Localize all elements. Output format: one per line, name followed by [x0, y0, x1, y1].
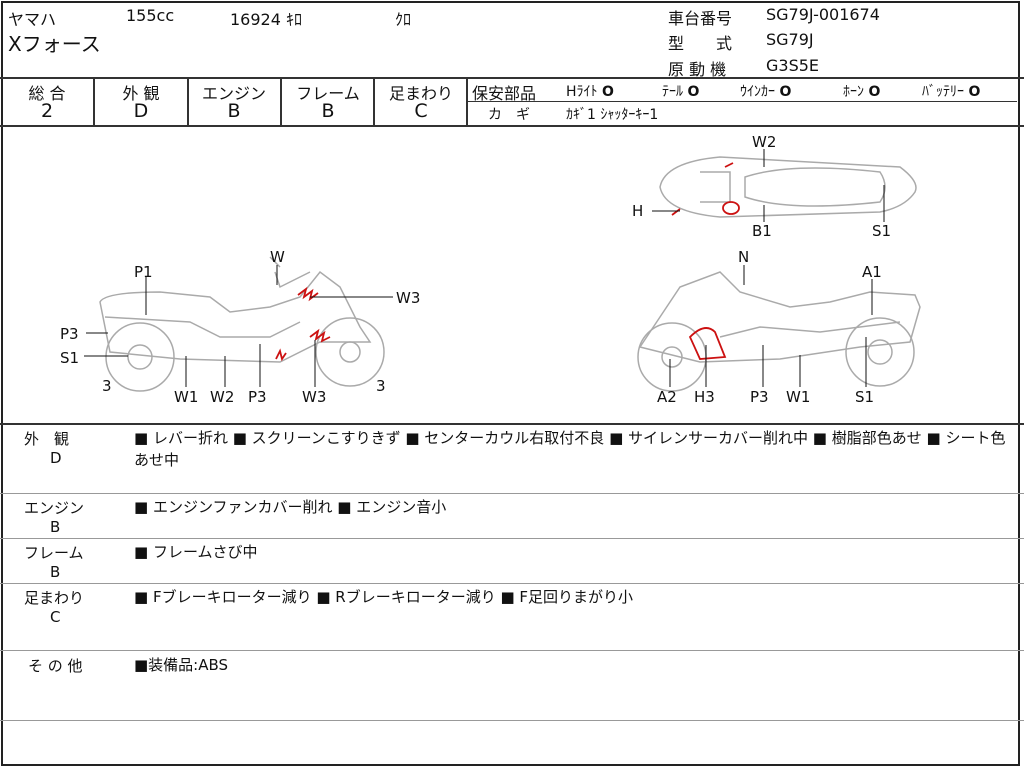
- divider: [187, 78, 189, 125]
- note-grade-suspension: C: [50, 608, 61, 626]
- divider: [0, 650, 1024, 651]
- divider: [0, 493, 1024, 494]
- mileage: 16924 ｷﾛ: [230, 10, 302, 29]
- label-w: W: [270, 248, 285, 266]
- note-text-engine: ■ エンジンファンカバー削れ ■ エンジン音小: [134, 498, 447, 516]
- note-grade-exterior: D: [50, 449, 62, 467]
- note-label-engine: エンジン: [24, 499, 85, 517]
- maker: ヤマハ: [8, 10, 57, 29]
- label-p3: P3: [248, 388, 267, 406]
- grade-label-frame: フレーム: [296, 84, 360, 103]
- label-w3: W3: [396, 289, 420, 307]
- grade-label-engine: エンジン: [201, 84, 266, 103]
- frame-no-label: 車台番号: [668, 9, 733, 28]
- label-p3: P3: [60, 325, 79, 343]
- label-p3: P3: [750, 388, 769, 406]
- label-p1: P1: [134, 263, 153, 281]
- divider: [373, 78, 375, 125]
- label-h3: H3: [694, 388, 715, 406]
- grade-label-suspension: 足まわり: [388, 84, 453, 103]
- engine-value: G3S5E: [766, 56, 820, 75]
- note-text-frame: ■ フレームさび中: [134, 543, 258, 561]
- label-s1: S1: [855, 388, 874, 406]
- divider: [0, 720, 1024, 721]
- divider: [0, 423, 1024, 425]
- note-label-suspension: 足まわり: [24, 589, 85, 607]
- note-grade-engine: B: [50, 518, 61, 536]
- label-w3: W3: [302, 388, 326, 406]
- color: ｸﾛ: [395, 10, 412, 29]
- damage-marks: [275, 162, 740, 362]
- divider: [280, 78, 282, 125]
- scooter-top-view: [659, 156, 917, 218]
- label-a2: A2: [657, 388, 677, 406]
- scooter-left-side: [99, 256, 385, 392]
- safety-item-headlight: Hﾗｲﾄ O: [566, 84, 614, 100]
- label-n: N: [738, 248, 749, 266]
- note-label-frame: フレーム: [24, 544, 84, 562]
- grade-value-exterior: D: [133, 100, 149, 122]
- divider: [0, 583, 1024, 584]
- divider: [0, 125, 1024, 127]
- scooter-right-side: [637, 271, 921, 392]
- note-grade-frame: B: [50, 563, 61, 581]
- model-name: Xフォース: [8, 32, 101, 56]
- note-text-suspension: ■ Fブレーキローター減り ■ Rブレーキローター減り ■ F足回りまがり小: [134, 588, 634, 606]
- label-s1: S1: [872, 222, 891, 240]
- type-label: 型 式: [668, 34, 733, 53]
- label-s1: S1: [60, 349, 79, 367]
- engine-label: 原 動 機: [668, 60, 727, 79]
- safety-item-winker: ｳｲﾝｶｰ O: [740, 84, 792, 100]
- label-3: 3: [376, 377, 386, 395]
- note-text-exterior: ■ レバー折れ ■ スクリーンこすりきず ■ センターカウル右取付不良 ■ サイ…: [134, 429, 1006, 469]
- divider: [467, 101, 1017, 102]
- divider: [0, 538, 1024, 539]
- note-label-other: そ の 他: [28, 657, 83, 675]
- safety-item-tail: ﾃｰﾙ O: [662, 84, 700, 100]
- type-value: SG79J: [766, 30, 814, 49]
- grade-value-suspension: C: [414, 100, 428, 122]
- grade-value-engine: B: [227, 100, 241, 122]
- label-b1: B1: [752, 222, 772, 240]
- grade-value-frame: B: [321, 100, 335, 122]
- safety-label: 保安部品: [472, 84, 537, 103]
- displacement: 155cc: [126, 6, 175, 25]
- grade-value-overall: 2: [40, 100, 54, 122]
- key-value: ｶｷﾞ1 ｼｬｯﾀｰｷｰ1: [566, 107, 659, 123]
- safety-item-battery: ﾊﾞｯﾃﾘｰ O: [922, 84, 981, 100]
- label-w1: W1: [786, 388, 810, 406]
- grade-label-overall: 総 合: [28, 84, 66, 103]
- leader-lines: [84, 149, 885, 387]
- grade-label-exterior: 外 観: [122, 84, 160, 103]
- label-w1: W1: [174, 388, 198, 406]
- label-h: H: [632, 202, 643, 220]
- divider: [93, 78, 95, 125]
- label-w2: W2: [210, 388, 234, 406]
- frame-no: SG79J-001674: [766, 5, 880, 24]
- key-label: カ ギ: [488, 107, 530, 123]
- damage-diagram: W P1 W3 P3 S1 3 W1 W2 P3 W3 3 N A1 A2 H3…: [60, 133, 921, 406]
- label-3: 3: [102, 377, 112, 395]
- label-a1: A1: [862, 263, 882, 281]
- label-w2: W2: [752, 133, 776, 151]
- note-label-exterior: 外 観: [24, 430, 70, 448]
- safety-item-horn: ﾎｰﾝ O: [843, 84, 881, 100]
- divider: [0, 77, 1024, 79]
- note-text-other: ■装備品:ABS: [134, 656, 229, 674]
